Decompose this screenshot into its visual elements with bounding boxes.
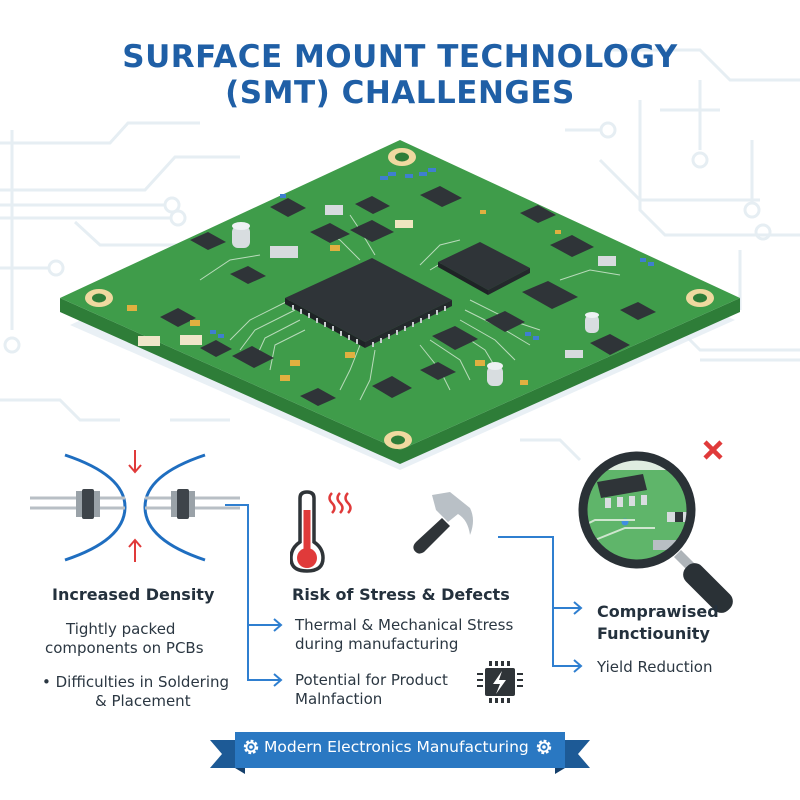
title-line-2: (SMT) CHALLENGES xyxy=(225,75,575,111)
stress-item-1-line-1: Thermal & Mechanical Stress xyxy=(295,616,514,634)
stress-heading: Risk of Stress & Defects xyxy=(292,585,510,604)
banner-label: Modern Electronics Manufacturing xyxy=(264,738,529,756)
compressed-components-icon xyxy=(30,450,240,562)
hammer-icon xyxy=(413,492,473,554)
density-line-2: components on PCBs xyxy=(45,639,204,657)
density-bullet: • Difficulties in Soldering xyxy=(42,673,230,691)
damaged-chip-icon xyxy=(477,661,523,703)
stress-item-1-line-2: during manufacturing xyxy=(295,635,459,653)
density-bullet-cont: & Placement xyxy=(95,692,191,710)
gear-icon xyxy=(536,739,552,755)
outcome-item: Yield Reduction xyxy=(597,658,713,676)
density-heading: Increased Density xyxy=(52,585,215,604)
thermometer-icon xyxy=(290,490,352,573)
magnifier-icon xyxy=(578,440,733,613)
stress-item-2-line-2: Malnfaction xyxy=(295,690,383,708)
stress-item-2-line-1: Potential for Product xyxy=(295,671,448,689)
gear-icon xyxy=(243,739,259,755)
title-line-1: SURFACE MOUNT TECHNOLOGY xyxy=(122,39,678,75)
outcome-heading-line-1: Comprawised xyxy=(597,602,719,621)
density-line-1: Tightly packed xyxy=(66,620,176,638)
banner-ribbon xyxy=(210,732,590,774)
outcome-heading-line-2: Functiounity xyxy=(597,624,710,643)
